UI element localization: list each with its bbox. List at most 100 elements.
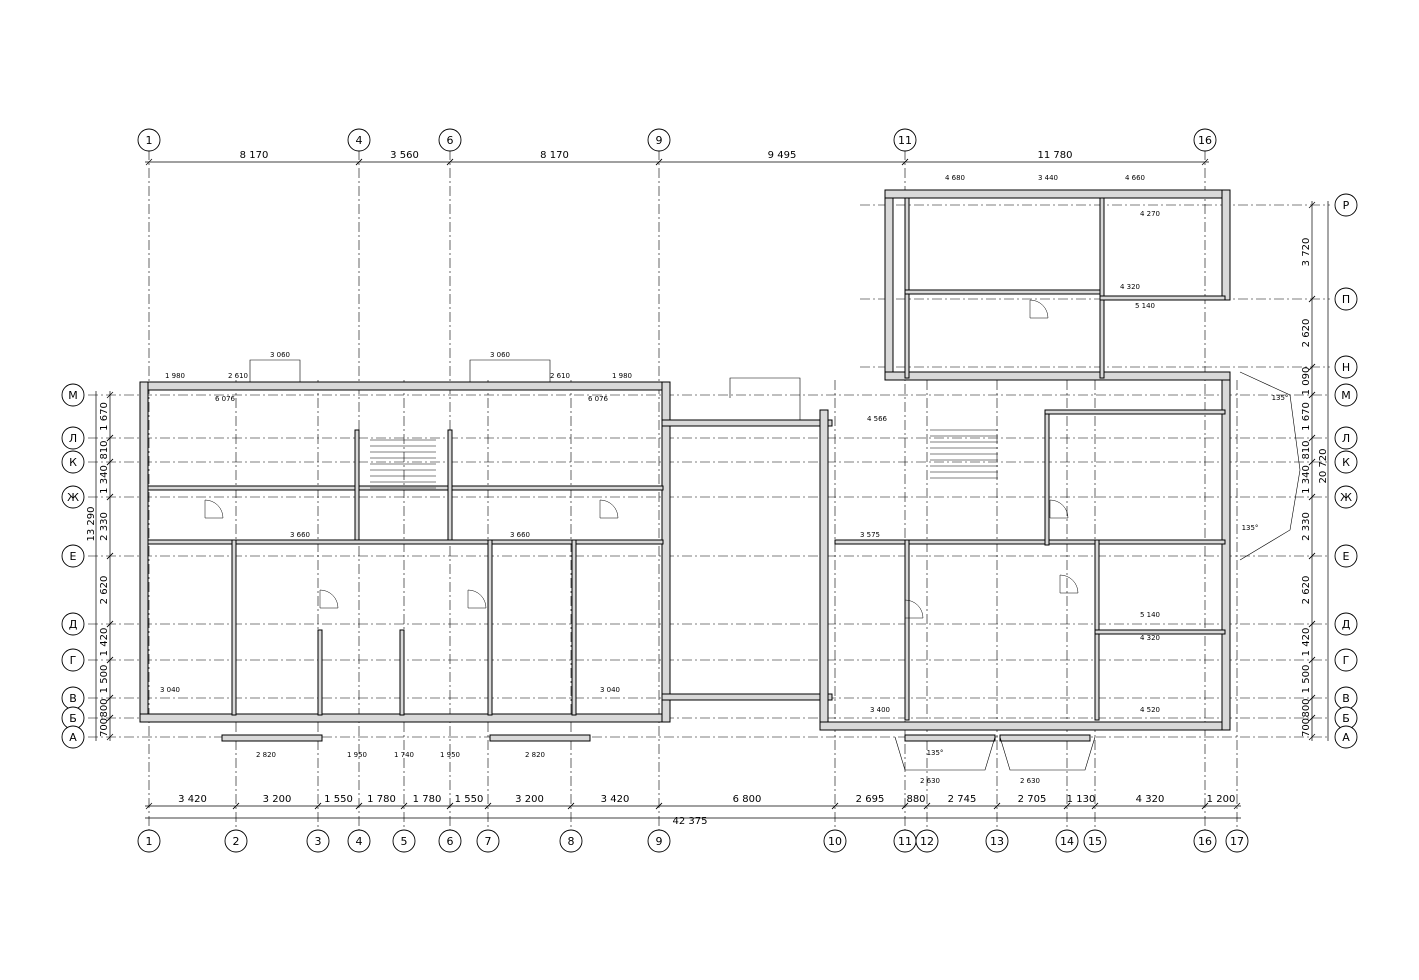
dimension-tick	[314, 802, 322, 810]
axis-bubble-bottom-7	[476, 829, 500, 853]
axis-label-right-e: Е	[1343, 550, 1350, 563]
bottom-dimension-label: 1 130	[1067, 794, 1096, 805]
left-dimension-label: 800	[99, 698, 110, 717]
wall-segment	[571, 539, 577, 716]
wall-segment	[221, 734, 323, 742]
dimension-tick	[655, 158, 663, 166]
wall-segment	[1044, 409, 1226, 415]
axis-label-left-e: Е	[70, 550, 77, 563]
interior-dimension-label: 1 950	[347, 751, 367, 759]
top-dimension-label: 11 780	[1038, 150, 1073, 161]
dimension-tick	[1308, 733, 1316, 741]
dimension-tick	[355, 802, 363, 810]
axis-bubble-bottom-17	[1225, 829, 1249, 853]
dimension-tick	[1308, 434, 1316, 442]
bottom-dimension-label: 2 695	[856, 794, 885, 805]
right-dimension-label: 1 090	[1301, 367, 1312, 396]
axis-label-left-m: М	[68, 389, 78, 402]
axis-bubble-right-l	[1334, 426, 1358, 450]
balcony-outline	[469, 359, 551, 382]
right-dimension-label: 2 620	[1301, 319, 1312, 348]
axis-bubble-right-r	[1334, 193, 1358, 217]
wall-segment	[904, 289, 1101, 295]
right-dimension-label: 1 670	[1301, 402, 1312, 431]
bottom-dimension-label: 1 780	[367, 794, 396, 805]
axis-label-bottom-10: 10	[828, 835, 842, 848]
door-swing	[599, 499, 619, 519]
top-dimension-label: 3 560	[390, 150, 419, 161]
interior-dimension-label: 1 740	[394, 751, 414, 759]
axis-bubble-left-a	[61, 725, 85, 749]
axis-label-bottom-7: 7	[485, 835, 492, 848]
dimension-tick	[1308, 391, 1316, 399]
total-depth-left-label: 13 290	[86, 507, 97, 542]
right-dimension-label: 700	[1301, 718, 1312, 737]
total-depth-right-label: 20 720	[1318, 449, 1329, 484]
dimension-tick	[1233, 802, 1241, 810]
interior-dimension-label: 3 060	[270, 351, 290, 359]
wall-segment	[819, 721, 1231, 731]
dimension-tick	[106, 434, 114, 442]
bottom-dimension-label: 1 200	[1207, 794, 1236, 805]
axis-bubble-top-1	[137, 128, 161, 152]
axis-label-right-p: П	[1342, 293, 1350, 306]
dimension-tick	[901, 158, 909, 166]
top-dimension-label: 9 495	[768, 150, 797, 161]
axis-bubble-right-g	[1334, 648, 1358, 672]
dimension-tick	[1308, 363, 1316, 371]
bottom-dimension-label: 2 745	[948, 794, 977, 805]
axis-bubble-left-zh	[61, 485, 85, 509]
interior-dimension-label: 135°	[1272, 394, 1289, 402]
axis-label-bottom-17: 17	[1230, 835, 1244, 848]
axis-label-left-g: Г	[70, 654, 77, 667]
dimension-tick	[106, 552, 114, 560]
interior-dimension-label: 2 610	[228, 372, 248, 380]
top-dimension-label: 8 170	[540, 150, 569, 161]
axis-label-left-zh: Ж	[67, 491, 79, 504]
dimension-tick	[446, 802, 454, 810]
dimension-tick	[1308, 295, 1316, 303]
door-swing	[1059, 574, 1079, 594]
dimension-tick	[655, 802, 663, 810]
wall-segment	[1044, 409, 1050, 546]
dimension-tick	[106, 714, 114, 722]
walls	[139, 189, 1301, 771]
axis-label-right-g: Г	[1343, 654, 1350, 667]
dimension-tick	[1308, 656, 1316, 664]
bottom-dimension-label: 6 800	[733, 794, 762, 805]
wall-segment	[819, 409, 829, 731]
axis-label-left-d: Д	[69, 618, 78, 631]
dimension-tick	[106, 656, 114, 664]
axis-label-right-a: А	[1342, 731, 1350, 744]
top-dimension-label: 8 170	[240, 150, 269, 161]
bottom-dimension-label: 4 320	[1136, 794, 1165, 805]
dimension-tick	[993, 802, 1001, 810]
interior-dimension-label: 3 060	[490, 351, 510, 359]
wall-segment	[999, 734, 1091, 742]
interior-dimension-label: 6 076	[588, 395, 609, 403]
dimension-tick	[567, 802, 575, 810]
axis-label-bottom-15: 15	[1088, 835, 1102, 848]
interior-dimension-label: 5 140	[1135, 302, 1155, 310]
axis-bubble-right-p	[1334, 287, 1358, 311]
axis-bubble-bottom-2	[224, 829, 248, 853]
axis-bubble-bottom-9	[647, 829, 671, 853]
axis-bubble-top-11	[893, 128, 917, 152]
axis-label-bottom-5: 5	[401, 835, 408, 848]
interior-dimension-label: 2 630	[1020, 777, 1040, 785]
wall-segment	[904, 734, 996, 742]
axis-label-bottom-11: 11	[898, 835, 912, 848]
dimension-tick	[1308, 620, 1316, 628]
dimension-tick	[145, 158, 153, 166]
axis-bubble-left-d	[61, 612, 85, 636]
axis-label-right-v: В	[1342, 692, 1350, 705]
bottom-dimension-label: 880	[906, 794, 925, 805]
dimension-tick	[1308, 493, 1316, 501]
axis-bubble-top-9	[647, 128, 671, 152]
wall-segment	[1099, 197, 1105, 379]
dimension-tick	[831, 802, 839, 810]
axis-bubble-left-l	[61, 426, 85, 450]
right-dimension-label: 800	[1301, 698, 1312, 717]
